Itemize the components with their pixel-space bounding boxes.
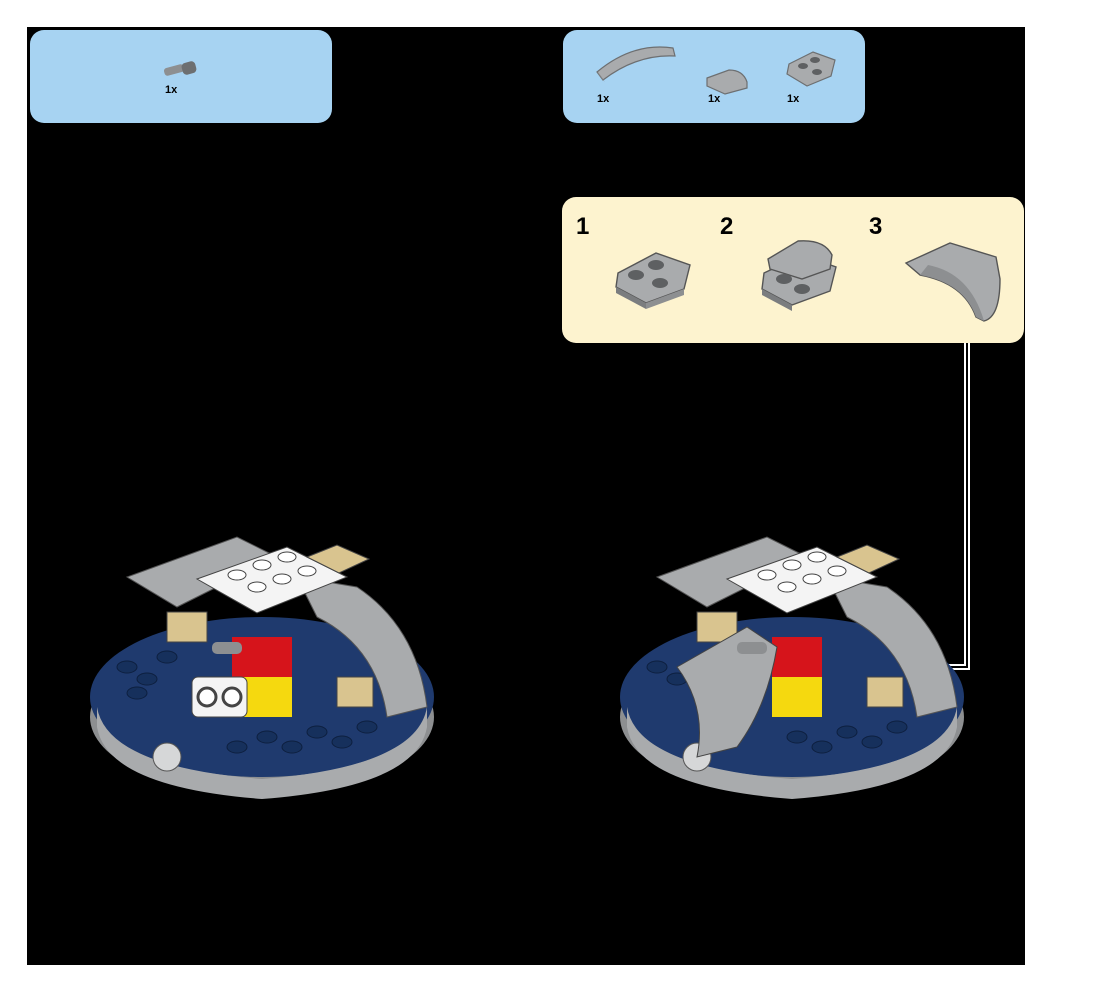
subassembly-connector-arrow	[27, 27, 1025, 965]
model-after-step	[617, 517, 997, 817]
instruction-page: 1x 1x 1x 1x 1 2	[27, 27, 1025, 965]
model-before-step	[87, 517, 467, 817]
